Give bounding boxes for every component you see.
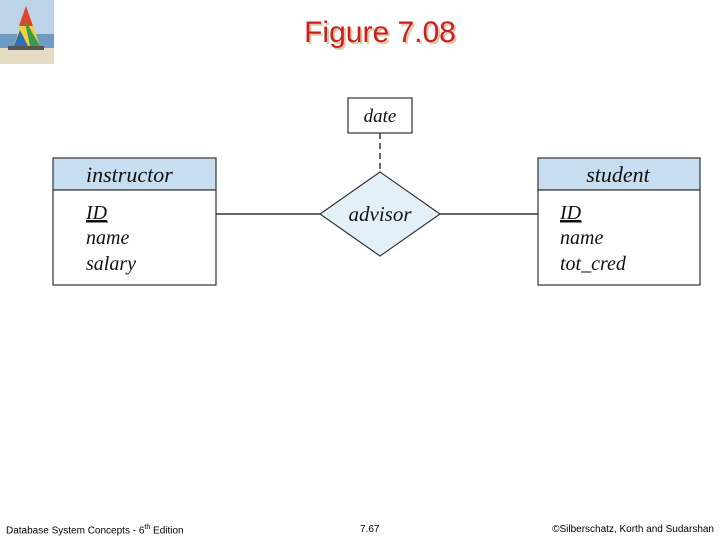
footer-book-superscript: th [144,524,151,531]
entity-attribute: name [86,227,129,249]
sailboat-logo [0,0,54,64]
relationship-name: advisor [349,202,413,226]
entity-attribute: name [560,227,603,249]
entity-attribute: tot_cred [560,253,627,275]
footer-copyright: ©Silberschatz, Korth and Sudarshan [552,524,714,535]
entity-student: student ID name tot_cred [537,157,701,286]
entity-instructor: instructor ID name salary [52,157,217,286]
entity-name: instructor [86,162,173,187]
entity-body [52,189,217,286]
entity-attribute: salary [86,253,136,275]
relationship-attribute-box [347,97,413,134]
relationship-attribute-label: date [364,106,397,127]
footer-book-edition: Edition [150,525,184,537]
entity-header [537,157,701,191]
footer-page-number: 7.67 [360,524,380,535]
slide-title: Figure 7.08 [304,16,456,49]
footer-book-title: Database System Concepts - 6th Edition [6,524,184,536]
footer-book-name: Database System Concepts - 6 [6,525,145,537]
entity-name: student [586,162,650,187]
entity-attribute-primary-key: ID [559,202,582,224]
entity-body [537,189,701,286]
relationship-diamond [318,171,442,257]
entity-attribute-primary-key: ID [85,202,108,224]
